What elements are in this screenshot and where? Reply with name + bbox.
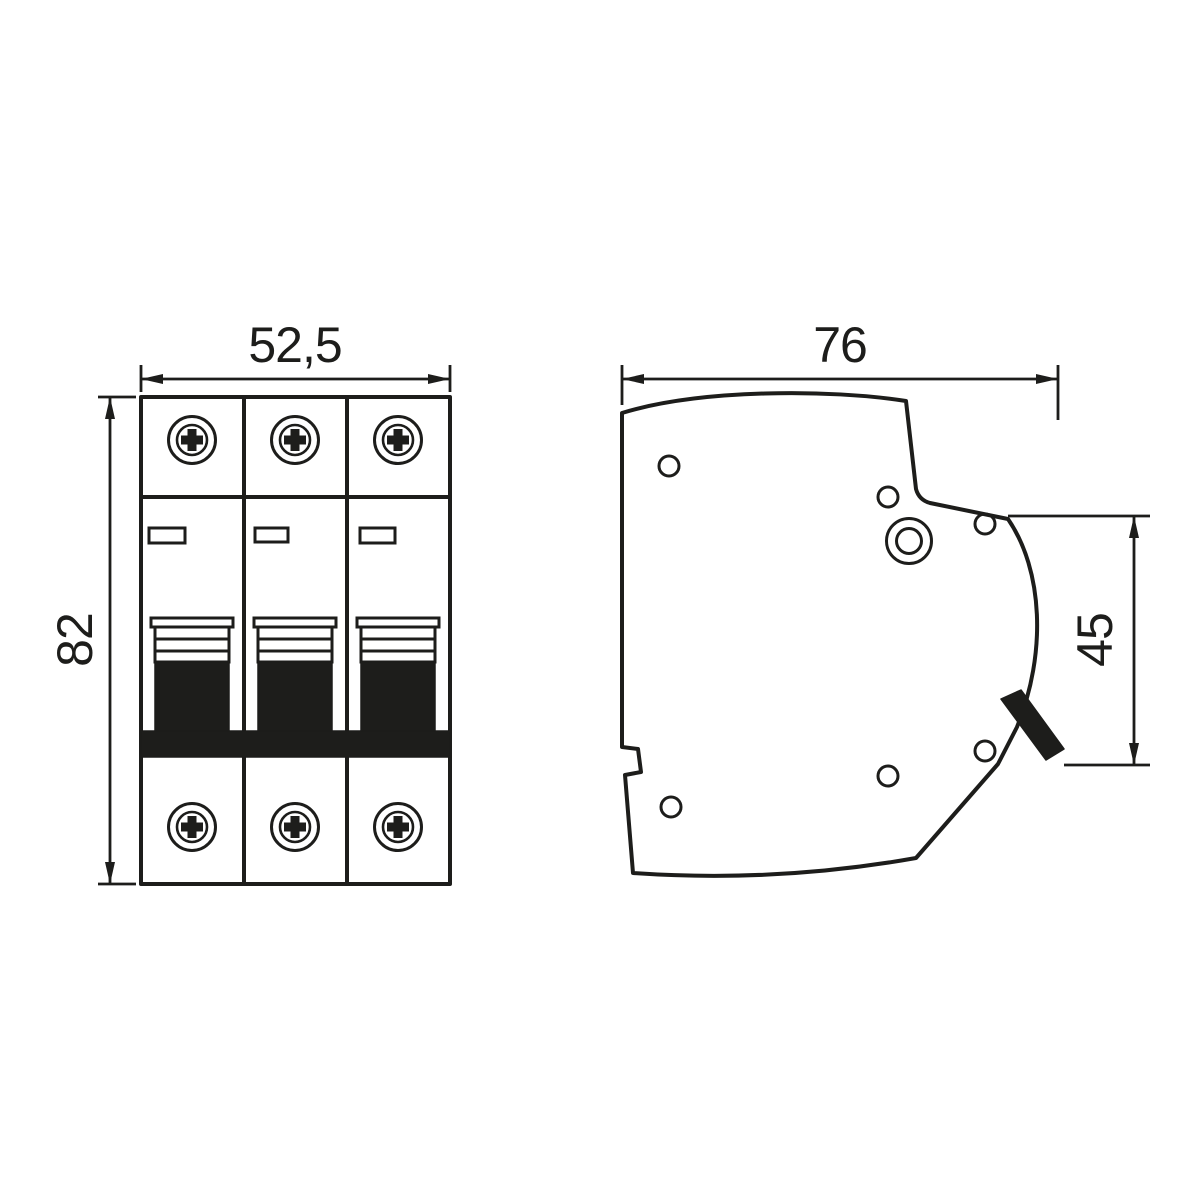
front-height-label: 82 [47,613,103,667]
arrowhead-right-icon [1036,374,1058,384]
toggle-lever [1000,689,1065,761]
indicator-window [253,526,290,544]
side-body-outline [620,391,1040,878]
side-view [620,391,1065,878]
pivot-inner-circle [895,527,923,555]
arrowhead-left-icon [622,374,644,384]
dim-side-front-height: 45 [1008,514,1150,767]
pivot-outer-circle [885,517,933,565]
rivet-hole [973,739,997,763]
rivet-hole [973,512,997,536]
front-width-label: 52,5 [248,317,341,373]
arrowhead-up-icon [1129,516,1139,538]
side-front-height-label: 45 [1067,613,1123,667]
dim-front-width: 52,5 [139,317,452,392]
front-dark-band [140,730,451,758]
front-view [139,395,452,886]
arrowhead-up-icon [105,397,115,419]
arrowhead-left-icon [141,374,163,384]
side-depth-label: 76 [813,317,867,373]
indicator-window [147,526,187,545]
dim-front-height: 82 [47,395,136,886]
arrowhead-right-icon [428,374,450,384]
rivet-hole [876,764,900,788]
arrowhead-down-icon [105,862,115,884]
arrowhead-down-icon [1129,743,1139,765]
dim-side-depth: 76 [620,317,1060,420]
indicator-window [358,526,397,545]
rivet-hole [876,485,900,509]
rivet-hole [659,795,683,819]
rivet-hole [657,454,681,478]
